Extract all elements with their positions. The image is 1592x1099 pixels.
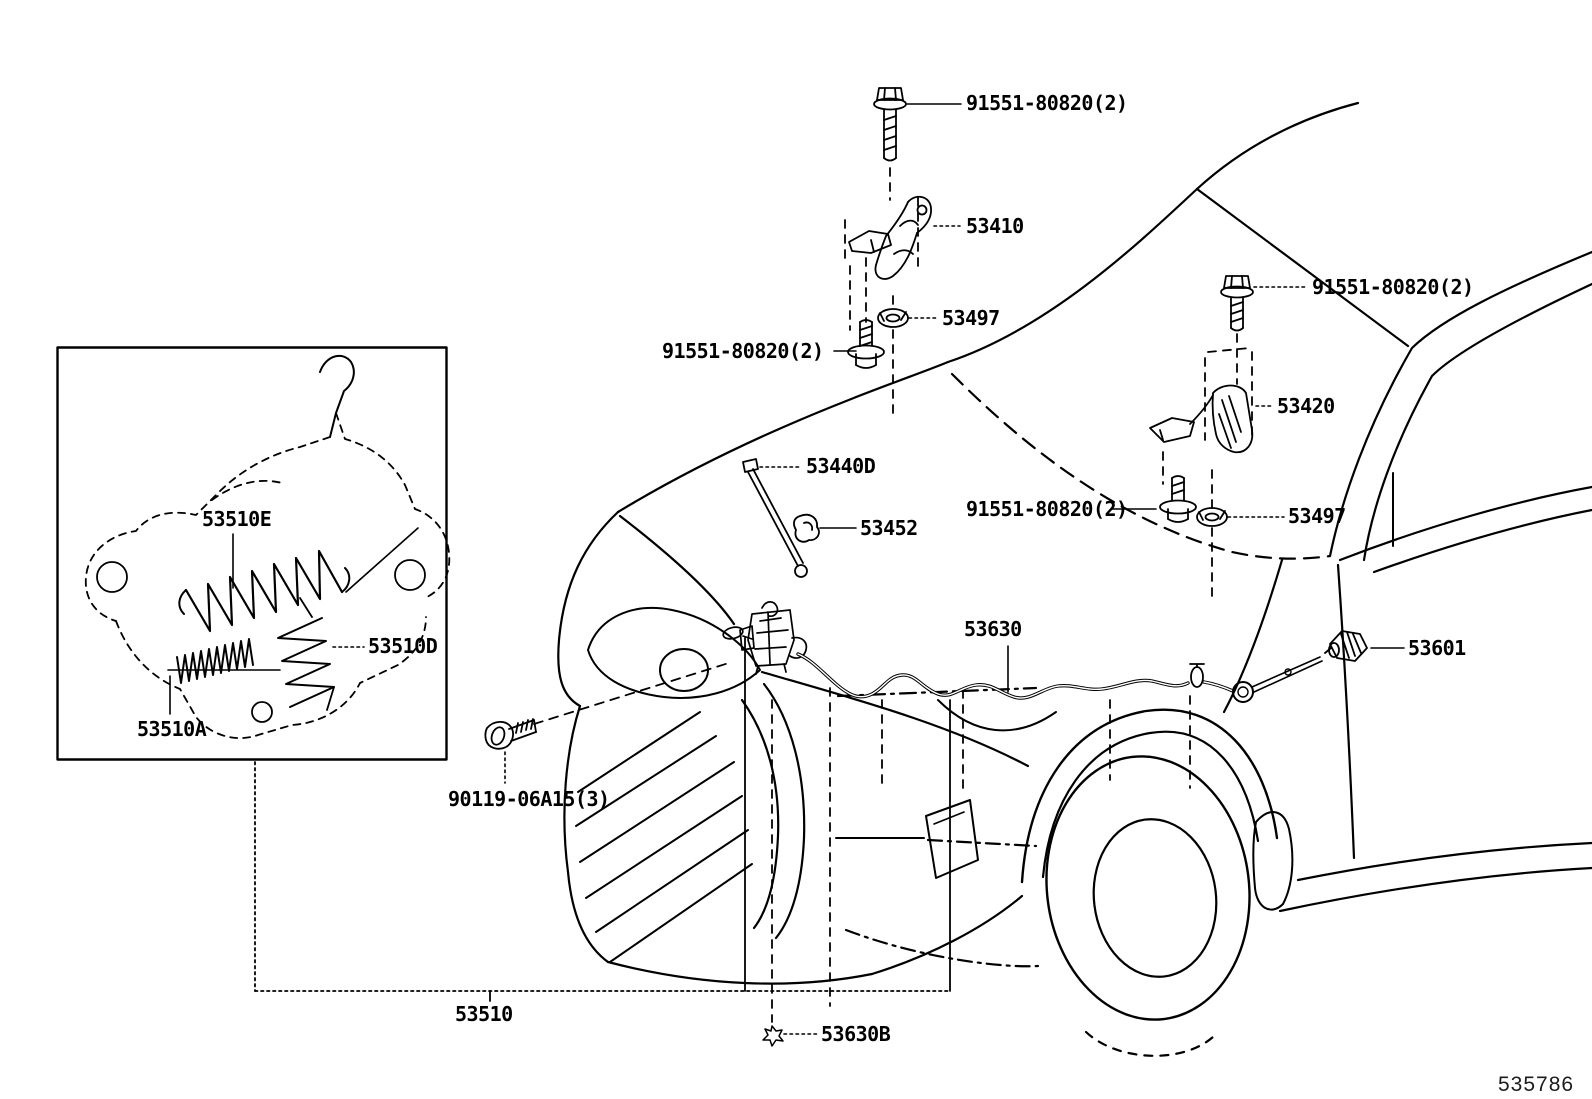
mount-ear-right <box>394 559 426 591</box>
part-label-53497-right: 53497 <box>1288 504 1346 528</box>
part-label-91551-top: 91551-80820(2) <box>966 91 1128 115</box>
part-label-53410: 53410 <box>966 214 1024 238</box>
cable-grommet <box>1190 666 1204 688</box>
part-label-53630b: 53630B <box>821 1022 891 1046</box>
clip-53630b-glyph <box>762 1025 784 1047</box>
part-label-91551-left: 91551-80820(2) <box>662 339 824 363</box>
part-label-53497-left: 53497 <box>942 306 1000 330</box>
part-label-53510e: 53510E <box>202 507 272 531</box>
diagram-number: 535786 <box>1498 1073 1575 1096</box>
part-label-53601: 53601 <box>1408 636 1466 660</box>
bumper-bottom <box>606 960 874 985</box>
hood-latch-glyph <box>722 601 808 675</box>
part-label-53452: 53452 <box>860 516 918 540</box>
part-label-53510a: 53510A <box>137 717 207 741</box>
bolt-glyph-latch <box>484 718 537 750</box>
washer-glyph-right <box>1196 507 1228 527</box>
mount-hole-bottom <box>251 701 273 723</box>
hinge-53420-glyph <box>1149 384 1254 454</box>
hood-rear-edge <box>950 372 1332 560</box>
beltline-1 <box>1338 485 1592 562</box>
part-label-53510: 53510 <box>455 1002 513 1026</box>
bolt-glyph-right-bottom <box>1159 475 1197 523</box>
tire-bottom-dash <box>1084 1030 1216 1057</box>
leader-lines-dotted <box>332 225 1309 1035</box>
bumper-left <box>563 704 610 964</box>
part-label-53440d: 53440D <box>806 454 876 478</box>
mount-ear-left <box>96 561 128 593</box>
washer-glyph-left <box>877 308 909 328</box>
striker-hook <box>319 354 355 438</box>
front-left-edge <box>557 510 620 708</box>
bracket-53510 <box>254 637 951 1002</box>
grille-slats <box>575 711 753 963</box>
part-label-91551-right-top: 91551-80820(2) <box>1312 275 1474 299</box>
radiator-support-curve <box>937 699 1057 732</box>
windshield-header <box>1195 187 1410 348</box>
hinge-53410-glyph <box>848 195 932 280</box>
fog-lamp-inner <box>933 811 965 825</box>
headlight-projector <box>659 648 709 692</box>
lock-body-hidden-outline <box>84 412 451 739</box>
wheel-rim <box>1092 818 1218 978</box>
beltline-2 <box>1372 508 1592 574</box>
spring-53510a-glyph <box>176 638 254 684</box>
hood-lock-inset <box>56 346 451 761</box>
mud-flap <box>1252 811 1294 911</box>
a-pillar-inner <box>1362 282 1592 562</box>
bolt-glyph-right-top <box>1220 275 1254 332</box>
lock-cylinder-glyph <box>1324 630 1368 662</box>
tire <box>1045 755 1251 1021</box>
vehicle-outline <box>557 101 1592 1057</box>
inset-box <box>56 346 448 761</box>
part-label-91551-right-bottom: 91551-80820(2) <box>966 497 1128 521</box>
a-pillar-outer <box>1328 250 1592 558</box>
rocker-2 <box>1278 866 1592 913</box>
spring-53510e-glyph <box>184 549 344 633</box>
leader-lines-solid <box>169 103 1405 715</box>
release-cable-glyph <box>796 652 1323 703</box>
support-rod-glyph <box>742 458 808 578</box>
bumper-lower-dash <box>844 928 1040 968</box>
release-handle <box>1232 681 1254 703</box>
headlight-outline <box>587 606 761 699</box>
bolt-glyph-top <box>873 87 907 162</box>
bolt-glyph-left <box>847 319 885 369</box>
projection-lines <box>533 167 1253 1023</box>
hood-shoulder-roof-sweep <box>616 101 1360 514</box>
part-label-53420: 53420 <box>1277 394 1335 418</box>
bumper-right <box>870 894 1024 976</box>
part-label-53510d: 53510D <box>368 634 438 658</box>
fender-top-line <box>760 670 1030 768</box>
latch-bolt-projection <box>533 661 733 725</box>
clip-53452-glyph <box>793 513 820 543</box>
rocker-1 <box>1296 841 1592 882</box>
part-label-53630: 53630 <box>964 617 1022 641</box>
bumper-corner <box>762 682 806 940</box>
part-label-90119: 90119-06A15(3) <box>448 787 610 811</box>
bumper-step-dash <box>926 838 1038 848</box>
arch-inner <box>1041 730 1260 879</box>
release-lever <box>345 527 419 593</box>
fog-lamp <box>925 799 979 879</box>
bumper-corner-inner <box>740 698 780 930</box>
arch-outer <box>1020 708 1279 884</box>
hood-front-gap <box>618 514 736 626</box>
fender-rear-seam <box>1222 558 1284 714</box>
spring-53510d-glyph <box>277 617 335 708</box>
door-seam <box>1336 563 1356 860</box>
